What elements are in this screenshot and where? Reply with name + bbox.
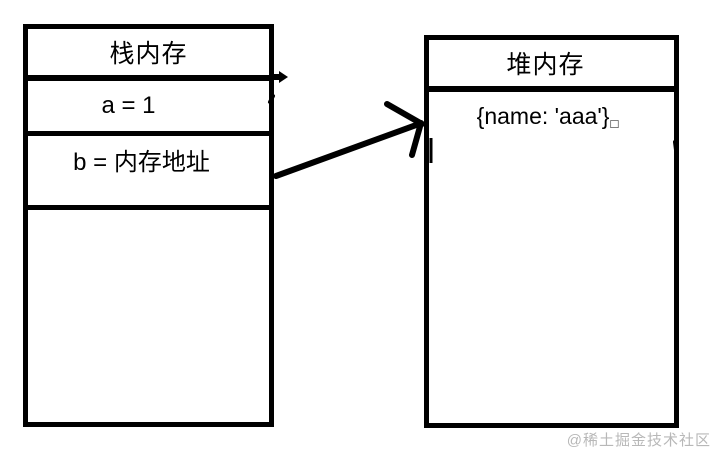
stack-row-empty — [28, 210, 269, 422]
heap-memory-box: 堆内存 {name: 'aaa'}□ — [424, 35, 679, 428]
stack-row-a: a = 1 — [28, 81, 269, 136]
heap-content-row: {name: 'aaa'}□ — [429, 92, 674, 423]
heap-object-literal: {name: 'aaa'}□ — [476, 103, 619, 131]
stack-row-a-label: a = 1 — [101, 92, 156, 119]
reference-arrow — [273, 101, 425, 179]
heap-memory-title: 堆内存 — [506, 51, 585, 79]
stack-memory-title: 栈内存 — [109, 40, 188, 68]
heap-memory-header: 堆内存 — [429, 40, 674, 92]
stack-row-b-label: b = 内存地址 — [73, 149, 210, 176]
watermark: @稀土掘金技术社区 — [566, 432, 711, 449]
tofu-char-icon: □ — [610, 116, 619, 131]
stack-row-b: b = 内存地址 — [28, 136, 269, 210]
heap-object-literal-text: {name: 'aaa'} — [476, 103, 610, 129]
stack-memory-box: 栈内存 a = 1 b = 内存地址 — [23, 24, 274, 427]
stack-memory-header: 栈内存 — [28, 29, 269, 81]
